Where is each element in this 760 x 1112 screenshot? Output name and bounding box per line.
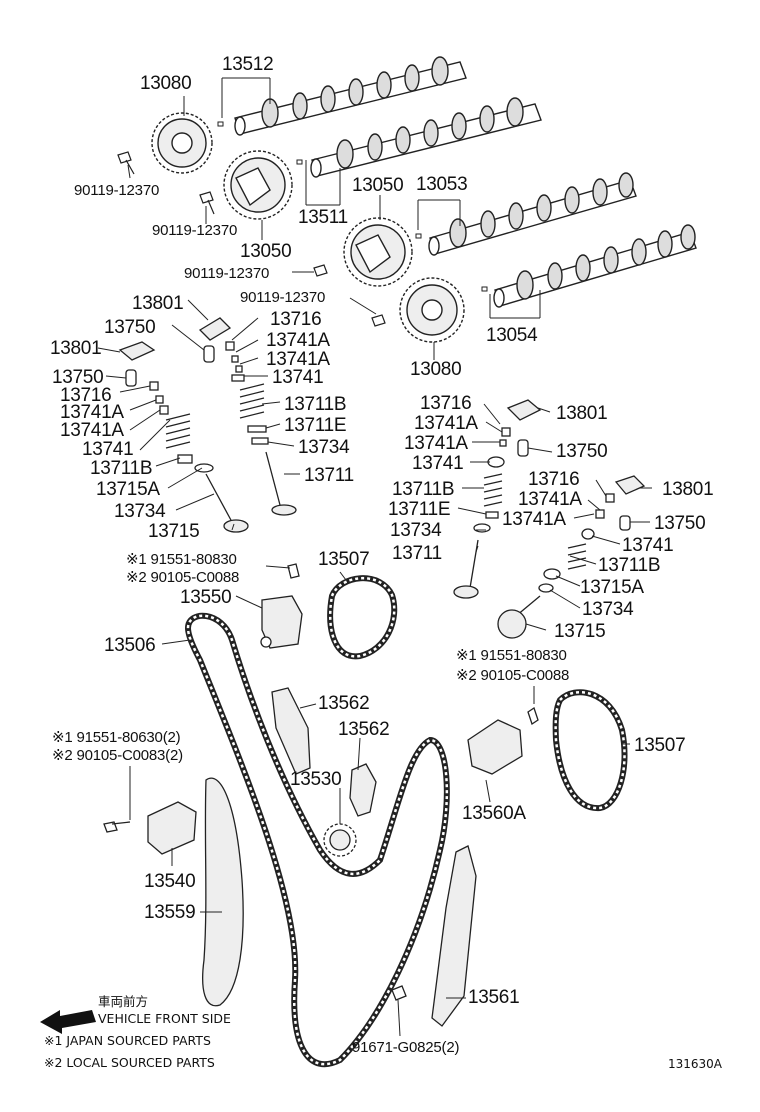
camshaft-13511[interactable]: [310, 97, 542, 178]
label-13801: 13801: [132, 293, 184, 314]
label-13734: 13734: [298, 437, 350, 458]
label-13711B: 13711B: [90, 458, 153, 479]
valve-train-left[interactable]: [118, 317, 297, 533]
label-13559: 13559: [144, 902, 196, 923]
label-13711E: 13711E: [388, 499, 451, 520]
cam-gear-13050-top[interactable]: [223, 150, 293, 220]
label-13750: 13750: [556, 441, 608, 462]
vehicle-front-arrow-icon: [40, 1010, 96, 1034]
label-13053: 13053: [416, 174, 468, 195]
label-13054: 13054: [486, 325, 538, 346]
label-13050: 13050: [240, 241, 292, 262]
cam-gear-13080-mid[interactable]: [399, 277, 465, 343]
leader-lines: [97, 77, 652, 1037]
label-13540: 13540: [144, 871, 196, 892]
label-90105-C0088: ※2 90105-C0088: [456, 667, 570, 684]
label-13050: 13050: [352, 175, 404, 196]
label-13741A: 13741A: [404, 433, 468, 454]
label-13715A: 13715A: [96, 479, 160, 500]
label-13741: 13741: [412, 453, 464, 474]
tensioner-13540[interactable]: [103, 801, 197, 855]
legend-front-jp: 車両前方: [98, 994, 149, 1009]
legend-note-2: ※2 LOCAL SOURCED PARTS: [44, 1055, 215, 1070]
label-13711B: 13711B: [392, 479, 455, 500]
label-13561: 13561: [468, 987, 520, 1008]
label-13741A: 13741A: [266, 349, 330, 370]
label-13734: 13734: [390, 520, 442, 541]
label-13550: 13550: [180, 587, 232, 608]
legend-front-en: VEHICLE FRONT SIDE: [98, 1011, 231, 1026]
label-13741A: 13741A: [414, 413, 478, 434]
chain-guide-13562-b[interactable]: [349, 763, 377, 817]
label-13741A: 13741A: [518, 489, 582, 510]
cam-gear-13080-top[interactable]: [151, 112, 213, 174]
label-13080: 13080: [410, 359, 462, 380]
label-13711B: 13711B: [598, 555, 661, 576]
label-91551-80830: ※1 91551-80830: [126, 551, 237, 568]
label-13741: 13741: [82, 439, 134, 460]
diagram-code: 131630A: [668, 1057, 723, 1071]
label-13750: 13750: [654, 513, 706, 534]
label-13741: 13741: [622, 535, 674, 556]
label-13562: 13562: [318, 693, 370, 714]
chain-guide-13562-a[interactable]: [271, 687, 311, 775]
label-13715A: 13715A: [580, 577, 644, 598]
label-13716: 13716: [60, 385, 112, 406]
legend-note-1: ※1 JAPAN SOURCED PARTS: [44, 1033, 211, 1048]
label-13080: 13080: [140, 73, 192, 94]
label-90105-C0083: ※2 90105-C0083(2): [52, 747, 183, 764]
label-13711E: 13711E: [284, 415, 347, 436]
label-13801: 13801: [556, 403, 608, 424]
label-13734: 13734: [114, 501, 166, 522]
label-13715: 13715: [554, 621, 606, 642]
label-91551-80830: ※1 91551-80830: [456, 647, 567, 664]
tensioner-13560A[interactable]: [467, 706, 539, 775]
label-13741A: 13741A: [60, 420, 124, 441]
label-13711: 13711: [304, 465, 354, 486]
cam-gear-13050-mid[interactable]: [343, 217, 413, 287]
timing-chain-13506[interactable]: [184, 612, 450, 1068]
camshaft-13054[interactable]: [493, 224, 697, 308]
label-13711B: 13711B: [284, 394, 347, 415]
label-13716: 13716: [420, 393, 472, 414]
label-13560A: 13560A: [462, 803, 526, 824]
camshaft-13512[interactable]: [234, 56, 467, 136]
label-90119: 90119-12370: [74, 182, 160, 199]
timing-chain-13507-upper[interactable]: [327, 575, 398, 660]
label-13750: 13750: [52, 367, 104, 388]
label-13507: 13507: [634, 735, 686, 756]
label-13741A: 13741A: [266, 330, 330, 351]
label-13716: 13716: [528, 469, 580, 490]
label-13715: 13715: [148, 521, 200, 542]
camshaft-13053[interactable]: [428, 172, 637, 256]
label-13711: 13711: [392, 543, 442, 564]
label-13511: 13511: [298, 207, 348, 228]
label-13530: 13530: [290, 769, 342, 790]
label-91551-80630: ※1 91551-80630(2): [52, 729, 181, 746]
sprocket-13530[interactable]: [323, 823, 357, 857]
label-13801: 13801: [662, 479, 714, 500]
label-13512: 13512: [222, 54, 274, 75]
label-91671-G0825: 91671-G0825(2): [352, 1039, 460, 1056]
label-13507: 13507: [318, 549, 370, 570]
label-13716: 13716: [270, 309, 322, 330]
label-13741A: 13741A: [502, 509, 566, 530]
label-13734: 13734: [582, 599, 634, 620]
bolt-90119[interactable]: [117, 151, 386, 327]
tensioner-13550[interactable]: [260, 563, 303, 649]
label-13741A: 13741A: [60, 402, 124, 423]
label-13506: 13506: [104, 635, 156, 656]
label-90119: 90119-12370: [240, 289, 326, 306]
label-90119: 90119-12370: [152, 222, 238, 239]
label-90105-C0088: ※2 90105-C0088: [126, 569, 240, 586]
label-13741: 13741: [272, 367, 324, 388]
label-13750: 13750: [104, 317, 156, 338]
chain-guide-13561[interactable]: [391, 845, 477, 1027]
label-13801: 13801: [50, 338, 102, 359]
label-90119: 90119-12370: [184, 265, 270, 282]
timing-chain-13507-lower[interactable]: [552, 689, 628, 812]
label-13562: 13562: [338, 719, 390, 740]
chain-slipper-13559[interactable]: [202, 777, 244, 1007]
